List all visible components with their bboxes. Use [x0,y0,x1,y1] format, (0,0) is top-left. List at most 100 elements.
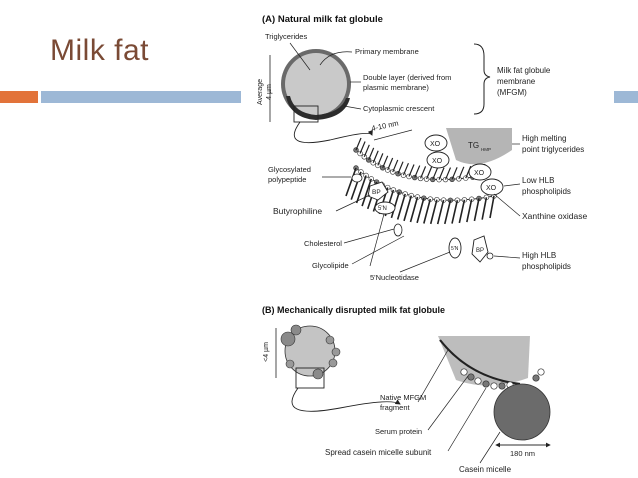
xo-protein-1 [424,134,448,152]
lipid-tail-outer [382,155,389,169]
tg-hmp-region [446,128,512,165]
b-spread-casein-beads [460,368,545,390]
lipid-tail [429,199,438,225]
label-spread-casein: Spread casein micelle subunit [325,448,432,457]
lipid-tail-outer [363,144,370,158]
line-casein-micelle [479,431,501,464]
b-zoom-box [295,367,325,389]
lipid-tail-outer [458,166,465,180]
b-zoom-arrow [291,387,401,412]
label-triglycerides: Triglycerides [265,32,307,41]
label-low-hlb-1: Low HLB [522,176,554,185]
lipid-tail-outer [451,167,458,180]
label-double-layer-2: plasmic membrane) [363,83,429,92]
bp-protein-1: BP [367,181,389,201]
fat-globule [281,49,351,120]
cytoplasmic-crescent [286,96,350,120]
lipid-tail [443,200,452,225]
disrupted-globule-small [280,324,341,380]
label-native-mfgm-2: fragment [380,403,411,412]
label-nucleotidase: 5'Nucleotidase [370,273,419,282]
zoom-arrow [293,121,373,144]
xo-label-3: XO [474,170,485,177]
xo-label-4: XO [486,185,497,192]
mfgm-brace [473,43,491,115]
headgroup-outer [436,176,442,183]
lipid-tail [416,197,425,224]
line-low-hlb [503,183,521,187]
label-double-layer-1: Double layer (derived from [363,73,451,82]
panel-b-heading: (B) Mechanically disrupted milk fat glob… [262,305,445,315]
lipid-tail [345,167,357,197]
accent-bar-blue-right [614,91,638,103]
line-serum-protein [427,375,469,431]
size-label-line2: 4 µm [266,84,273,100]
sn-label-1: 5'N [378,206,387,212]
line-native-mfgm [417,349,449,403]
globule-core [285,53,347,115]
lipid-tail [361,178,373,207]
label-tg: TG [468,141,479,150]
label-glycolipide: Glycolipide [312,261,349,270]
xo-protein-3 [468,163,492,181]
lipid-tail [466,199,473,223]
label-high-melting-2: point triglycerides [522,145,584,154]
lipid-tail-outer [355,137,362,151]
line-cholesterol [343,228,395,244]
lipid-tail [403,195,413,222]
line-spread-casein [447,387,487,452]
label-low-hlb-2: phospholipids [522,187,571,196]
sn-protein-2: 5'N [448,237,462,259]
lipid-tail-outer [420,166,427,179]
lipid-tail-outer [402,162,409,176]
label-mfgm-1: Milk fat globule [497,66,551,75]
b-casein-micelle [493,383,551,441]
lipid-tail-outer [444,167,452,180]
lipid-tail-outer [392,159,399,173]
lipid-tail [355,175,367,204]
line-high-hlb [493,255,521,259]
headgroup-outer [370,160,376,166]
label-mfgm-3: (MFGM) [497,88,527,97]
headgroup-outer [395,170,401,177]
line-butyrophiline [335,194,371,212]
label-high-hlb-2: phospholipids [522,262,571,271]
line-primary-membrane [319,51,353,66]
line-triglycerides [289,42,311,71]
xo-protein-2 [426,151,450,169]
panel-b-size-label: <4 µm [263,342,270,362]
lipid-tail-outer [438,167,445,180]
label-tg-sub: HMP [481,147,491,152]
high-hlb-head [486,252,494,260]
label-serum-protein: Serum protein [375,427,422,436]
label-butyrophiline: Butyrophiline [273,206,322,216]
xo-label-2: XO [432,158,443,165]
accent-bar-blue [41,91,241,103]
line-xanthine [493,193,521,217]
lipid-tail [473,198,480,222]
panel-a-size-label: Average 4 µm [257,79,273,105]
label-glyco-1: Glycosylated [268,165,311,174]
lipid-tail [458,199,466,224]
accent-bar-orange [0,91,38,103]
headgroup-outer [442,176,449,183]
panel-a-heading: (A) Natural milk fat globule [262,14,383,25]
line-glycolipide [351,235,405,265]
label-high-melting-1: High melting [522,134,566,143]
line-nucleotidase [399,251,451,273]
line-cytoplasmic-crescent [343,105,362,110]
line-nucleotidase-2 [369,213,385,267]
lipid-tail [409,196,419,223]
label-cytoplasmic-crescent: Cytoplasmic crescent [363,104,435,113]
lipid-tail [396,193,406,220]
headgroup-outer [379,165,386,171]
label-casein-micelle: Casein micelle [459,465,512,474]
size-label-line1: Average [257,79,264,105]
lipid-tail-outer [408,164,415,177]
lipid-tail [390,191,401,219]
headgroup-outer [365,157,372,163]
label-xanthine-oxidase: Xanthine oxidase [522,211,587,221]
zoom-box [293,105,319,123]
headgroup-outer [357,150,363,157]
